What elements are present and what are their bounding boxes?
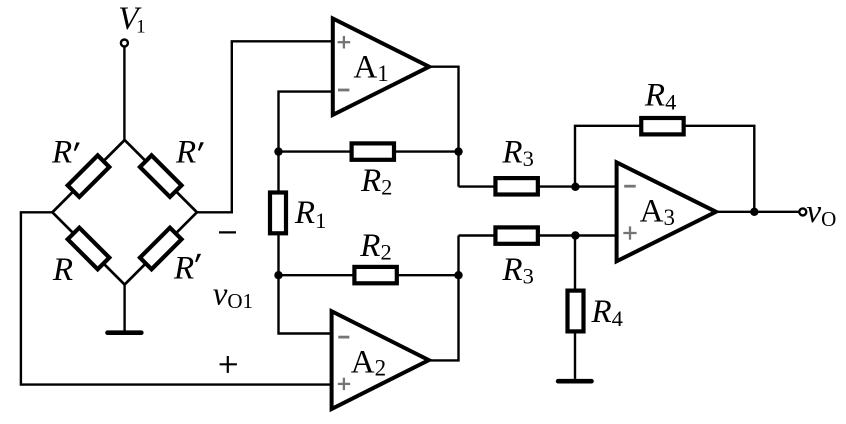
svg-text:R: R (52, 252, 73, 288)
svg-text:R: R (51, 135, 72, 171)
svg-text:R: R (175, 135, 196, 171)
svg-text:R: R (173, 250, 194, 286)
